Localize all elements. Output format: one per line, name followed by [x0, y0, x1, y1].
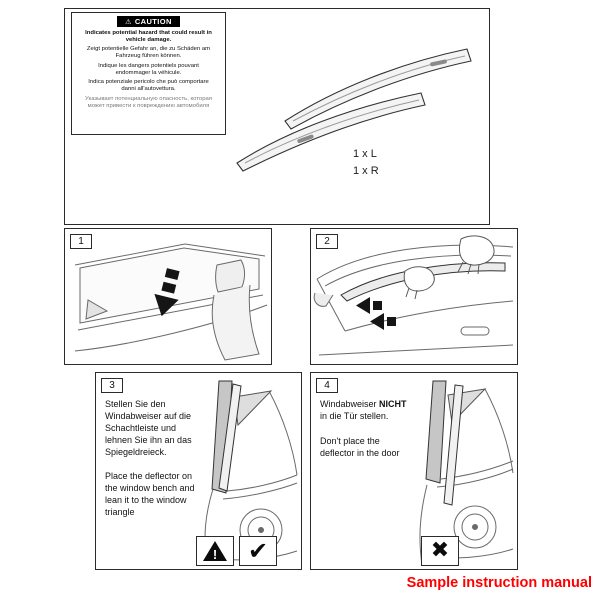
step-1-illustration: [74, 243, 268, 361]
wrong-box: ✖: [421, 536, 459, 566]
step-4-text-de: Windabweiser NICHT in die Tür stellen.: [320, 399, 407, 421]
step-2-panel: 2: [310, 228, 518, 365]
correct-box: ✔: [239, 536, 277, 566]
pillar-glass-edge: [268, 390, 298, 476]
deflectors-illustration: [236, 48, 472, 172]
pillar-glass-edge: [484, 388, 514, 474]
a-pillar-channel: [425, 380, 447, 484]
deflector-edge: [218, 383, 242, 492]
left-hand: [403, 266, 435, 300]
deflector-right-part: [284, 48, 472, 130]
press-arrows: [356, 297, 396, 330]
part-quantity-left: 1 x L: [353, 148, 377, 160]
caution-text-it: Indica potenziale pericolo che può compo…: [88, 79, 209, 93]
a-pillar: [316, 278, 346, 332]
door-contour: [419, 484, 428, 566]
deflector-left-part: [236, 92, 426, 172]
speaker-dot: [258, 527, 264, 533]
step-1-panel: 1: [64, 228, 272, 365]
speaker-outer: [453, 505, 497, 549]
door-crease: [318, 344, 514, 356]
caution-text-fr: Indique les dangers potentiels pouvant e…: [98, 62, 199, 76]
seat-headrest: [215, 259, 245, 293]
speaker-dot: [472, 524, 478, 530]
insert-down-arrow: [154, 268, 180, 317]
door-top-line: [222, 482, 298, 500]
seat-back: [211, 284, 260, 361]
side-mirror: [313, 292, 334, 307]
parts-overview-box: ⚠CAUTION Indicates potential hazard that…: [64, 8, 490, 225]
cross-icon: ✖: [430, 538, 450, 563]
step-2-illustration: [313, 235, 514, 356]
roof-line: [74, 243, 266, 266]
part-quantity-right: 1 x R: [353, 165, 379, 177]
step-4-illustration: [419, 380, 514, 566]
door-top-line: [436, 468, 514, 488]
caution-text-en: Indicates potential hazard that could re…: [85, 30, 212, 43]
step-3-text-en: Place the deflector on the window bench …: [105, 471, 195, 517]
sample-watermark: Sample instruction manual: [406, 575, 592, 591]
step-3-text: Stellen Sie den Windabweiser auf die Sch…: [105, 399, 195, 532]
step-2-number: 2: [316, 234, 338, 249]
window-sill: [344, 300, 514, 332]
deflector-logo: [430, 59, 447, 67]
caution-text-ru: Указывает потенциальную опасность, котор…: [85, 95, 212, 109]
step-1-number: 1: [70, 234, 92, 249]
step-4-text: Windabweiser NICHT in die Tür stellen. D…: [320, 399, 410, 473]
mirror-triangle: [85, 299, 109, 320]
step-3-illustration: [204, 380, 298, 566]
speaker-inner: [461, 513, 489, 541]
warning-icon: ⚠: [125, 18, 132, 26]
svg-text:!: !: [213, 547, 217, 562]
deflector-edge-wrong: [443, 384, 464, 506]
step-3-panel: 3 Stellen Sie den Windabweiser auf die S…: [95, 372, 302, 570]
step-4-panel: 4 Windabweiser NICHT in die Tür stellen.…: [310, 372, 518, 570]
step-4-number: 4: [316, 378, 338, 393]
warning-triangle-icon: !: [203, 541, 227, 562]
step-3-text-de: Stellen Sie den Windabweiser auf die Sch…: [105, 399, 192, 457]
caution-box: ⚠CAUTION Indicates potential hazard that…: [71, 12, 226, 135]
right-hand: [457, 235, 495, 275]
caution-header: ⚠CAUTION: [117, 16, 180, 27]
warning-box: !: [196, 536, 234, 566]
window-bench-line: [226, 474, 298, 492]
caution-text-de: Zeigt potentielle Gefahr an, die zu Schä…: [86, 46, 211, 60]
deflector-logo: [297, 134, 314, 144]
checkmark-icon: ✔: [247, 537, 269, 565]
caution-header-label: CAUTION: [134, 17, 172, 26]
step-3-number: 3: [101, 378, 123, 393]
step-4-text-en: Don't place the deflector in the door: [320, 435, 400, 458]
door-handle: [460, 326, 490, 336]
